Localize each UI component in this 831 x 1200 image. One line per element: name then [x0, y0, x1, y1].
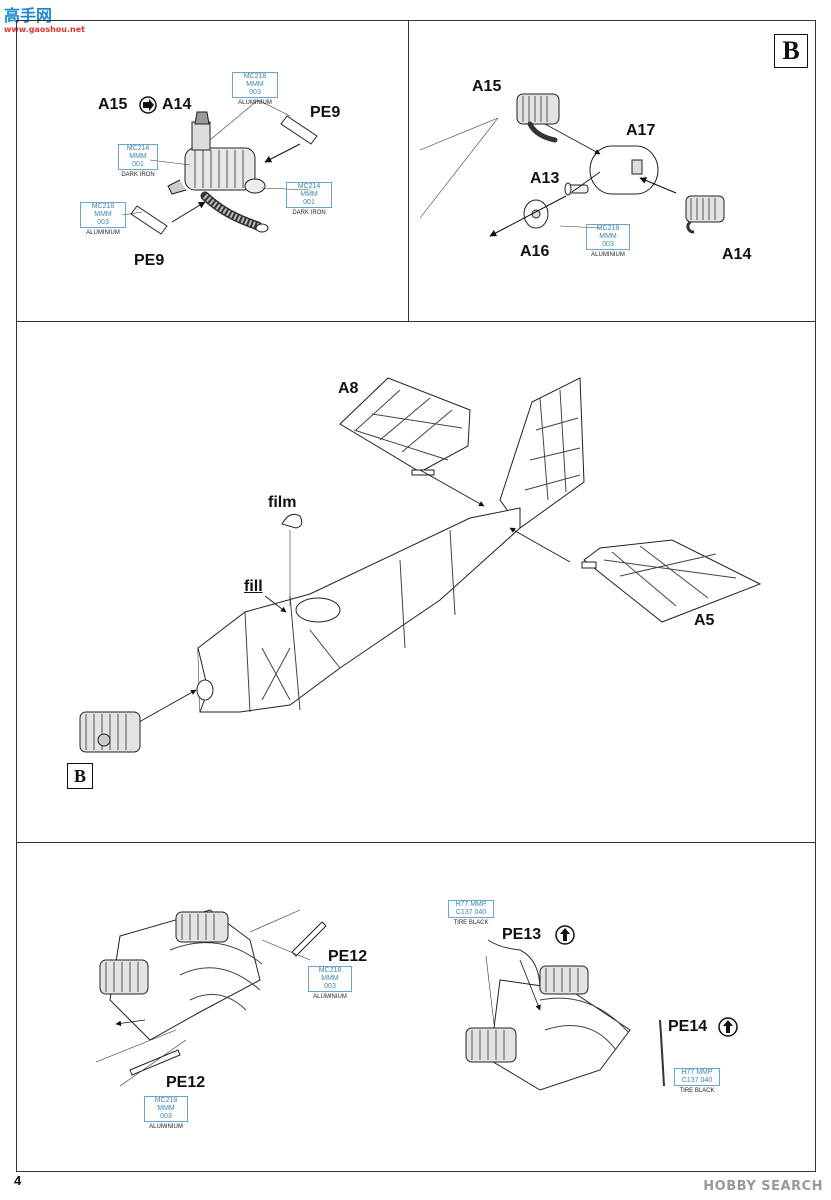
paint-code-4: MC218 MMM 003 ALUMINIUM	[80, 202, 126, 237]
paint-code-9: H77 MMP C137 040 TIRE BLACK	[674, 1068, 720, 1095]
paint-code-6-value: MC218 MMM 003	[308, 966, 352, 992]
paint-code-7: MC218 MMM 003 ALUMINIUM	[144, 1096, 188, 1131]
paint-code-5-value: MC218 MMM 003	[586, 224, 630, 250]
label-pe12-top: PE12	[328, 948, 368, 965]
paint-code-7-value: MC218 MMM 003	[144, 1096, 188, 1122]
paint-code-7-name: ALUMINIUM	[149, 1124, 183, 1130]
page-number: 4	[14, 1173, 22, 1188]
paint-code-3-name: DARK IRON	[292, 210, 326, 216]
label-pe9-top: PE9	[310, 104, 341, 121]
paint-code-1-name: DARK IRON	[121, 172, 155, 178]
fuselage-assembly	[79, 377, 762, 753]
paint-code-6-name: ALUMINIUM	[313, 994, 347, 1000]
stabilizer-a8	[339, 377, 471, 476]
paint-code-9-name: TIRE BLACK	[679, 1088, 715, 1094]
label-fill: fill	[244, 578, 263, 595]
panel-top-divider	[408, 20, 410, 322]
cowling-detail-left	[95, 909, 327, 1087]
paint-code-5: MC218 MMM 003 ALUMINIUM	[586, 224, 630, 259]
paint-code-8-name: TIRE BLACK	[453, 920, 489, 926]
paint-code-5-name: ALUMINIUM	[591, 252, 625, 258]
paint-code-6: MC218 MMM 003 ALUMINIUM	[308, 966, 352, 1001]
label-film: film	[268, 494, 297, 511]
windscreen-film	[281, 513, 303, 529]
label-pe14: PE14	[668, 1018, 708, 1035]
paint-code-1: MC214 MMM 001 DARK IRON	[118, 144, 158, 179]
panel-bottom	[16, 842, 816, 1172]
label-a13: A13	[530, 170, 560, 187]
label-a5: A5	[694, 612, 715, 629]
engine-detail-top-left	[121, 99, 318, 235]
engine-assembly-b	[79, 711, 141, 753]
label-a15-top-left: A15	[98, 96, 128, 113]
label-pe13: PE13	[502, 926, 542, 943]
paint-code-3: MC214 MMM 001 DARK IRON	[286, 182, 332, 217]
cowling-detail-right	[465, 939, 665, 1091]
label-a16: A16	[520, 243, 550, 260]
vertical-fin	[499, 377, 585, 529]
label-pe12-bottom: PE12	[166, 1074, 206, 1091]
label-a17: A17	[626, 122, 656, 139]
label-a15: A15	[472, 78, 502, 95]
paint-code-2-value: MC218 MMM 003	[232, 72, 278, 98]
pe9-part-top	[280, 115, 318, 145]
section-b-label: B	[774, 34, 808, 68]
engine-exhaust-pipe	[200, 191, 269, 233]
label-a14-top-left: A14	[162, 96, 192, 113]
hobbysearch-watermark: HOBBY SEARCH	[703, 1179, 823, 1194]
engine-mount-assembly	[419, 93, 725, 237]
label-pe9-bottom: PE9	[134, 252, 165, 269]
pe14-flip-icon	[718, 1017, 738, 1037]
pe13-flip-icon	[555, 925, 575, 945]
label-a14: A14	[722, 246, 752, 263]
label-a8: A8	[338, 380, 359, 397]
paint-code-1-value: MC214 MMM 001	[118, 144, 158, 170]
fuselage-body	[196, 507, 521, 713]
watermark-url: www.gaoshou.net	[4, 25, 85, 34]
paint-code-8-value: H77 MMP C137 040	[448, 900, 494, 918]
paint-code-3-value: MC214 MMM 001	[286, 182, 332, 208]
paint-code-2-name: ALUMINIUM	[238, 100, 272, 106]
paint-code-9-value: H77 MMP C137 040	[674, 1068, 720, 1086]
swap-arrow-icon	[139, 96, 157, 114]
paint-code-8: H77 MMP C137 040 TIRE BLACK	[448, 900, 494, 927]
engine-cylinders	[167, 111, 266, 195]
pe9-part-bottom	[130, 205, 168, 235]
paint-code-4-value: MC218 MMM 003	[80, 202, 126, 228]
paint-code-2: MC218 MMM 003 ALUMINIUM	[232, 72, 278, 107]
stabilizer-a5	[581, 539, 762, 623]
section-b-reference: B	[67, 763, 93, 789]
paint-code-4-name: ALUMINIUM	[86, 230, 120, 236]
